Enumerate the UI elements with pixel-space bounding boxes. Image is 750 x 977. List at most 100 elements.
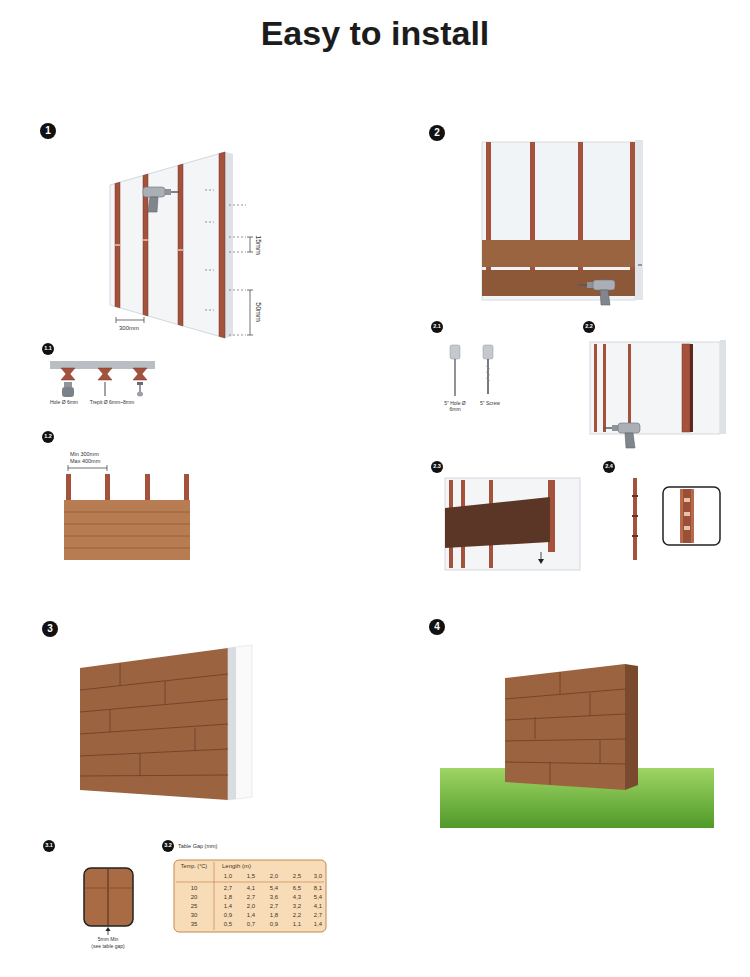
finished-wall-on-lawn-part-part bbox=[505, 689, 625, 699]
finished-wall-on-lawn-part-part bbox=[505, 739, 625, 741]
dimension-lines-part bbox=[247, 335, 253, 336]
substep-number: 2.4 bbox=[603, 461, 615, 473]
board-gap-detail-part bbox=[85, 888, 132, 889]
substep-number: 3.2 bbox=[162, 840, 174, 852]
cladding-spacing-part bbox=[145, 474, 150, 504]
table-cell: 4,1 bbox=[247, 885, 255, 892]
step1-screw-guides-part bbox=[229, 252, 246, 253]
table-cell: 0,5 bbox=[224, 921, 232, 928]
step1-screw-guides bbox=[205, 190, 246, 335]
table-cell: 1,4 bbox=[224, 903, 232, 910]
finished-wall-on-lawn-part-part bbox=[550, 762, 551, 785]
step-label: 3.2 bbox=[164, 843, 172, 849]
batten-clip-section-part bbox=[137, 392, 143, 397]
step1-screw-guides-part bbox=[229, 335, 246, 336]
step2-wall-part bbox=[635, 140, 643, 300]
batten-clip-section-part bbox=[98, 368, 112, 380]
table-cell: 3,2 bbox=[293, 903, 301, 910]
step1-battens-part bbox=[178, 164, 183, 326]
table-cell: 1,5 bbox=[247, 873, 255, 880]
dimension-lines-part bbox=[116, 320, 144, 321]
step1-batten-joints-part bbox=[143, 240, 148, 241]
drill-bits-part bbox=[487, 359, 489, 394]
batten-clip-section-part bbox=[105, 382, 106, 396]
finished-wall-on-lawn-part-part bbox=[600, 740, 601, 763]
step1-batten-joints bbox=[115, 240, 183, 250]
table-cell: 4,1 bbox=[314, 903, 322, 910]
step1-wall-part bbox=[225, 152, 233, 338]
drill-bits-part bbox=[483, 345, 493, 359]
clad-wall-part bbox=[228, 645, 252, 800]
clip-detail-part bbox=[684, 526, 690, 530]
cladding-spacing-part bbox=[64, 512, 190, 513]
start-batten bbox=[590, 340, 726, 448]
table-cell: 2,0 bbox=[270, 873, 278, 880]
drill-bits-part bbox=[454, 359, 455, 396]
table-cell: 2,2 bbox=[293, 912, 301, 919]
step1-screw-guides-part bbox=[205, 270, 214, 271]
clip-detail-part bbox=[683, 489, 691, 543]
batten-clip-section-part bbox=[139, 385, 140, 392]
table-cell: 25 bbox=[191, 903, 198, 910]
clad-wall-part bbox=[228, 647, 236, 800]
step-label: 1 bbox=[45, 126, 51, 136]
dimension-lines-part bbox=[250, 290, 251, 335]
dimension-lines-part bbox=[247, 290, 253, 291]
step1-battens-part bbox=[219, 152, 225, 338]
clad-wall-part bbox=[80, 648, 228, 800]
clad-wall-part-part bbox=[80, 749, 228, 756]
table-cell: 4,3 bbox=[293, 894, 301, 901]
drill-bits-part bbox=[486, 366, 490, 369]
first-board bbox=[445, 478, 580, 570]
clad-wall-part-part bbox=[110, 709, 111, 732]
substep-number: 2.1 bbox=[431, 321, 443, 333]
clad-wall-part-part bbox=[165, 681, 166, 704]
table-cell: Temp. (°C) bbox=[181, 863, 207, 869]
table-cell: 30 bbox=[191, 912, 198, 919]
table-cell: 3,6 bbox=[270, 894, 278, 901]
board-gap-detail-part bbox=[106, 927, 111, 931]
table-cell: 2,0 bbox=[247, 903, 255, 910]
first-board-part bbox=[445, 497, 550, 548]
finished-wall-on-lawn-part bbox=[625, 664, 638, 790]
clad-wall-part-part bbox=[80, 674, 228, 690]
clad-wall-part-part bbox=[80, 775, 228, 776]
substep-number: 1.2 bbox=[42, 431, 54, 443]
clip-detail-part bbox=[632, 515, 638, 517]
finished-wall-on-lawn-part-part bbox=[505, 762, 625, 764]
table-cell: 0,7 bbox=[247, 921, 255, 928]
board-gap-detail bbox=[84, 868, 133, 935]
dimension-lines-part bbox=[144, 317, 145, 323]
start-batten-part bbox=[603, 423, 640, 448]
finished-wall-on-lawn-part-part bbox=[535, 717, 536, 739]
table-cell: 1,4 bbox=[247, 912, 255, 919]
step1-wall bbox=[110, 152, 233, 338]
finished-wall-on-lawn bbox=[440, 664, 714, 828]
note-label: 5" Hole Ø 6mm bbox=[440, 401, 470, 413]
clip-detail-part bbox=[632, 535, 638, 537]
substep-number: 2.2 bbox=[583, 321, 595, 333]
board-gap-detail-part bbox=[84, 868, 133, 926]
step-label: 4 bbox=[434, 622, 440, 632]
start-batten-part bbox=[682, 344, 690, 432]
table-cell: 3,0 bbox=[314, 873, 322, 880]
step1-batten-joints-part bbox=[115, 245, 120, 246]
table-cell: 1,8 bbox=[270, 912, 278, 919]
step-number: 1 bbox=[40, 123, 56, 139]
table-cell: 8,1 bbox=[314, 885, 322, 892]
cladding-spacing-part bbox=[64, 548, 190, 549]
table-cell: 2,7 bbox=[247, 894, 255, 901]
batten-clip-section-part bbox=[64, 382, 72, 387]
step1-screw-guides-part bbox=[205, 222, 214, 223]
step1-battens-part bbox=[115, 182, 120, 308]
gap-table-frame-part bbox=[174, 860, 326, 932]
start-batten-part bbox=[720, 340, 726, 434]
table-cell: 2,5 bbox=[293, 873, 301, 880]
first-board-part bbox=[541, 552, 542, 560]
note-label: Hole Ø 6mm bbox=[50, 400, 78, 406]
drill-bits-part bbox=[450, 345, 460, 359]
clip-detail-part bbox=[632, 495, 638, 497]
table-cell: 1,4 bbox=[314, 921, 322, 928]
step-label: 3.1 bbox=[45, 843, 53, 849]
